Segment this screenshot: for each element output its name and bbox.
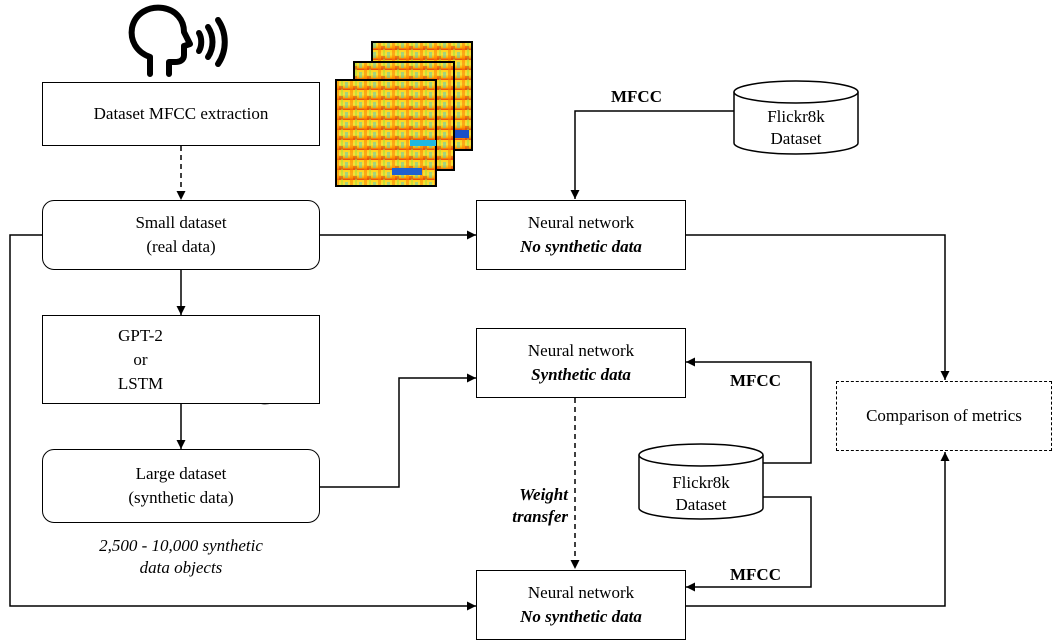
edge-flickr-mid-to-nn-bottom: [686, 496, 812, 592]
weight-transfer-label: Weight transfer: [498, 484, 568, 528]
edge-large-to-nn-mid: [320, 373, 476, 488]
synthetic-count-caption: 2,500 - 10,000 synthetic data objects: [42, 535, 320, 579]
nn-mid-title: Neural network: [527, 341, 635, 360]
flickr-mid-line-1: Flickr8k: [672, 473, 730, 492]
flickr-mid-label: Flickr8k Dataset: [639, 472, 763, 516]
edge-flickr-top-to-nn-top: [570, 110, 734, 199]
edge-flickr-mid-to-nn-mid: [686, 357, 812, 464]
comparison-box: Comparison of metrics: [836, 381, 1052, 451]
small-dataset-title: Small dataset: [135, 213, 227, 232]
nn-bottom-subtitle: No synthetic data: [520, 607, 642, 626]
nn-top-subtitle: No synthetic data: [520, 237, 642, 256]
flickr-mid-line-2: Dataset: [675, 495, 727, 514]
comparison-label: Comparison of metrics: [866, 406, 1022, 425]
nn-bottom-title: Neural network: [527, 583, 635, 602]
large-dataset-subtitle: (synthetic data): [128, 488, 234, 507]
weight-transfer-line-1: Weight: [519, 485, 568, 504]
speaking-head-icon: [128, 4, 228, 77]
mfcc-extraction-label: Dataset MFCC extraction: [93, 104, 269, 123]
edge-small-to-nn-bottom: [9, 234, 476, 611]
synthetic-count-line-2: data objects: [139, 558, 223, 577]
flickr-top-line-2: Dataset: [770, 129, 822, 148]
flickr-cylinder-top: [733, 80, 859, 155]
large-dataset-box: Large dataset (synthetic data): [42, 449, 320, 523]
mfcc-label-mid: MFCC: [730, 371, 781, 390]
large-dataset-title: Large dataset: [135, 464, 227, 483]
generator-box: GPT-2 or LSTM: [42, 315, 320, 404]
nn-mid-subtitle: Synthetic data: [531, 365, 631, 384]
nn-mid-box: Neural network Synthetic data: [476, 328, 686, 398]
flickr-top-line-1: Flickr8k: [767, 107, 825, 126]
mfcc-label-bottom: MFCC: [730, 565, 781, 584]
mfcc-label-top: MFCC: [611, 87, 662, 106]
flickr-top-label: Flickr8k Dataset: [734, 106, 858, 150]
edge-nn-top-to-comparison: [686, 234, 950, 380]
generator-line-1: GPT-2: [118, 325, 163, 345]
nn-bottom-box: Neural network No synthetic data: [476, 570, 686, 640]
nn-top-box: Neural network No synthetic data: [476, 200, 686, 270]
edge-nn-bottom-to-comparison: [686, 452, 950, 607]
small-dataset-subtitle: (real data): [146, 237, 216, 256]
generator-line-2: or: [133, 349, 148, 369]
weight-transfer-line-2: transfer: [512, 507, 568, 526]
generator-line-3: LSTM: [117, 373, 164, 393]
small-dataset-box: Small dataset (real data): [42, 200, 320, 270]
mfcc-extraction-box: Dataset MFCC extraction: [42, 82, 320, 146]
mfcc-spectrogram-icon: [335, 41, 473, 187]
flickr-cylinder-mid: [638, 443, 764, 520]
nn-top-title: Neural network: [527, 213, 635, 232]
synthetic-count-line-1: 2,500 - 10,000 synthetic: [99, 536, 263, 555]
